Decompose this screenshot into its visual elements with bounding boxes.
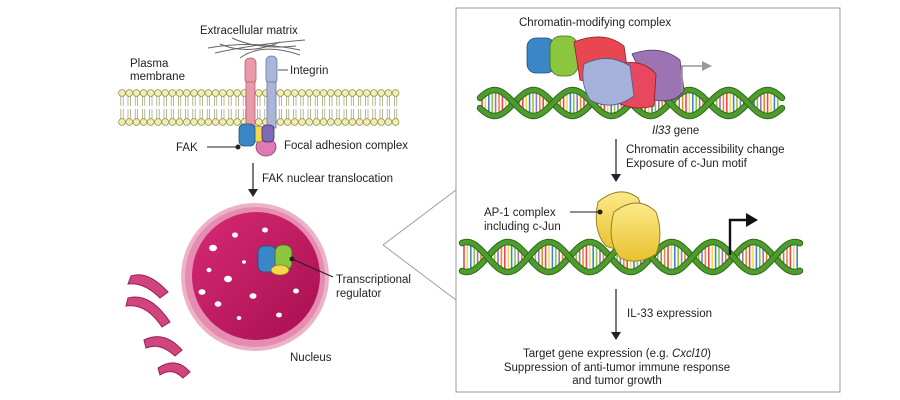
extracellular-matrix-label: Extracellular matrix [200,25,298,37]
ap1-label-line1: AP-1 complex [484,207,556,219]
fak-pointer-dot [235,144,241,150]
il33-expression-label: IL-33 expression [627,308,712,320]
nucleus [181,203,329,351]
chromatin-modifying-complex [526,35,685,109]
regulator-pointer-line [291,258,334,278]
fak-regulator-complex [257,244,293,276]
tss-arrow-active [728,213,758,255]
plasma-membrane [118,89,400,126]
transcriptional-regulator-label-line2: regulator [336,288,382,300]
motif-exposure-label: Exposure of c-Jun motif [626,158,748,170]
endoplasmic-reticulum [125,274,191,379]
il33-gene-label: Il33 gene [652,125,699,137]
zoom-wedge [382,189,457,301]
focal-adhesion-complex [238,123,277,157]
suppression-label-line2: and tumor growth [572,375,662,387]
integrin-label: Integrin [290,65,328,77]
translocation-arrow [248,163,258,197]
tss-arrow-top [681,61,712,92]
target-gene-expression-label: Target gene expression (e.g. Cxcl10) [523,348,711,360]
plasma-membrane-label-line2: membrane [130,71,185,83]
arrow-il33-expression [611,289,621,340]
chromatin-modifying-complex-label: Chromatin-modifying complex [519,17,671,29]
arrow-accessibility [611,139,621,182]
fak-label: FAK [176,142,198,154]
extracellular-matrix-fibers [207,37,306,59]
transcriptional-regulator-label-line1: Transcriptional [336,274,411,286]
fak-nuclear-translocation-label: FAK nuclear translocation [262,173,393,185]
ap1-complex [595,191,661,262]
ap1-label-line2: including c-Jun [484,221,561,233]
ap1-pointer-dot [597,209,603,215]
nuclear-pores [198,227,299,320]
focal-adhesion-complex-label: Focal adhesion complex [284,140,408,152]
dna-helix-middle [458,238,804,276]
accessibility-change-label: Chromatin accessibility change [626,144,785,156]
nucleus-label: Nucleus [290,352,332,364]
regulator-pointer-dot [289,256,295,262]
suppression-label-line1: Suppression of anti-tumor immune respons… [504,362,730,374]
plasma-membrane-label-line1: Plasma [130,58,169,70]
